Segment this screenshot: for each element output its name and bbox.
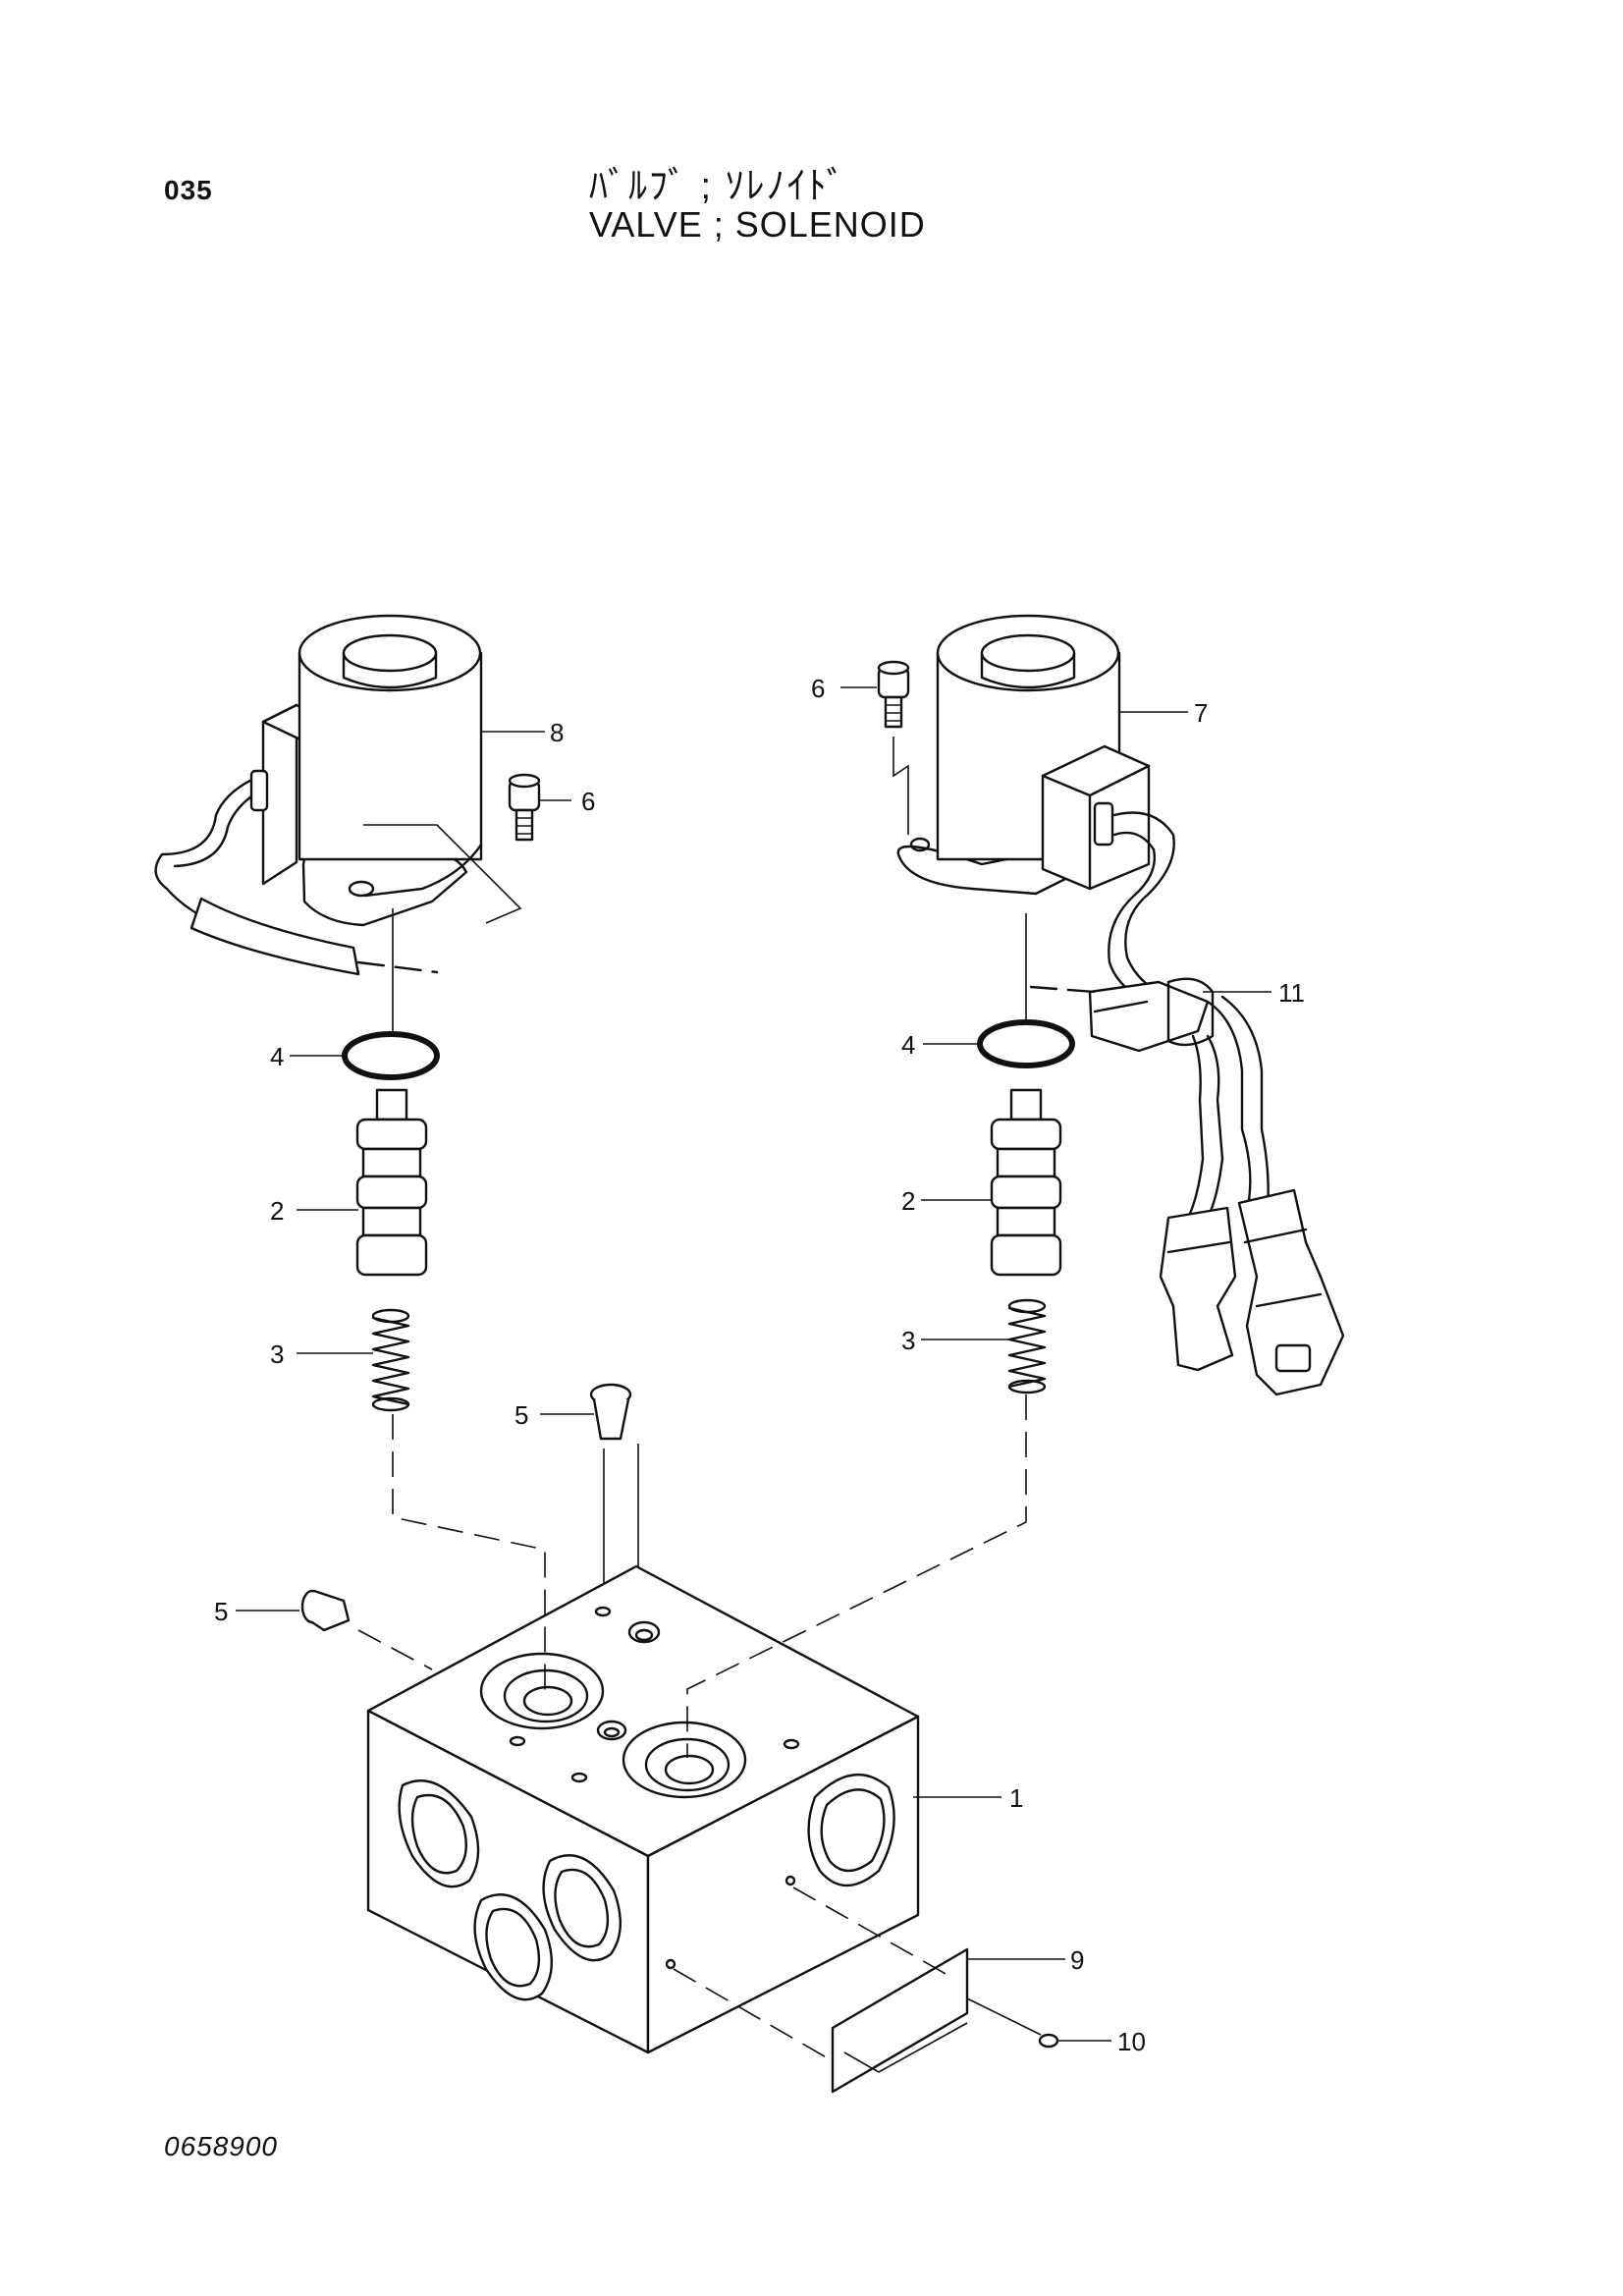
right-screw: [877, 660, 910, 835]
right-o-ring: [977, 1019, 1075, 1068]
left-screw: [508, 773, 541, 842]
plate-screw: [966, 1997, 1059, 2049]
callout-9: 9: [1070, 1945, 1084, 1975]
callout-2-right: 2: [901, 1186, 915, 1216]
callout-7: 7: [1194, 698, 1208, 728]
right-solenoid-coil: [896, 614, 1151, 896]
callout-5-side: 5: [214, 1597, 228, 1626]
right-spring: [1007, 1298, 1047, 1394]
title-japanese: ﾊﾞﾙﾌﾞ ; ｿﾚﾉｲﾄﾞ: [589, 166, 847, 207]
callout-6-right: 6: [811, 674, 825, 703]
side-plug: [300, 1589, 433, 1670]
left-spring: [371, 1308, 410, 1412]
left-solenoid-coil: [154, 614, 522, 1031]
left-spool: [355, 1088, 428, 1277]
title-english: VALVE ; SOLENOID: [589, 204, 926, 245]
name-plate: [673, 1886, 969, 2094]
left-assembly-line: [392, 1414, 546, 1699]
right-assembly-line: [686, 1394, 1027, 1758]
callout-5-top: 5: [514, 1400, 528, 1430]
left-o-ring: [342, 1031, 440, 1080]
callout-11: 11: [1278, 978, 1305, 1008]
callout-3-right: 3: [901, 1326, 915, 1355]
right-spool: [990, 1088, 1062, 1277]
callout-8: 8: [550, 718, 564, 747]
drawing-code: 0658900: [164, 2131, 279, 2161]
callout-4-right: 4: [901, 1030, 915, 1060]
page-number: 035: [164, 175, 213, 205]
callout-4-left: 4: [270, 1042, 284, 1071]
valve-body: [366, 1564, 920, 2054]
callout-2-left: 2: [270, 1196, 284, 1226]
callout-1: 1: [1009, 1783, 1023, 1813]
callout-10: 10: [1117, 2027, 1146, 2056]
callout-3-left: 3: [270, 1339, 284, 1369]
right-wire-harness: [1029, 811, 1345, 1396]
callout-leaders: [236, 686, 1271, 2042]
callout-6-left: 6: [581, 787, 595, 816]
